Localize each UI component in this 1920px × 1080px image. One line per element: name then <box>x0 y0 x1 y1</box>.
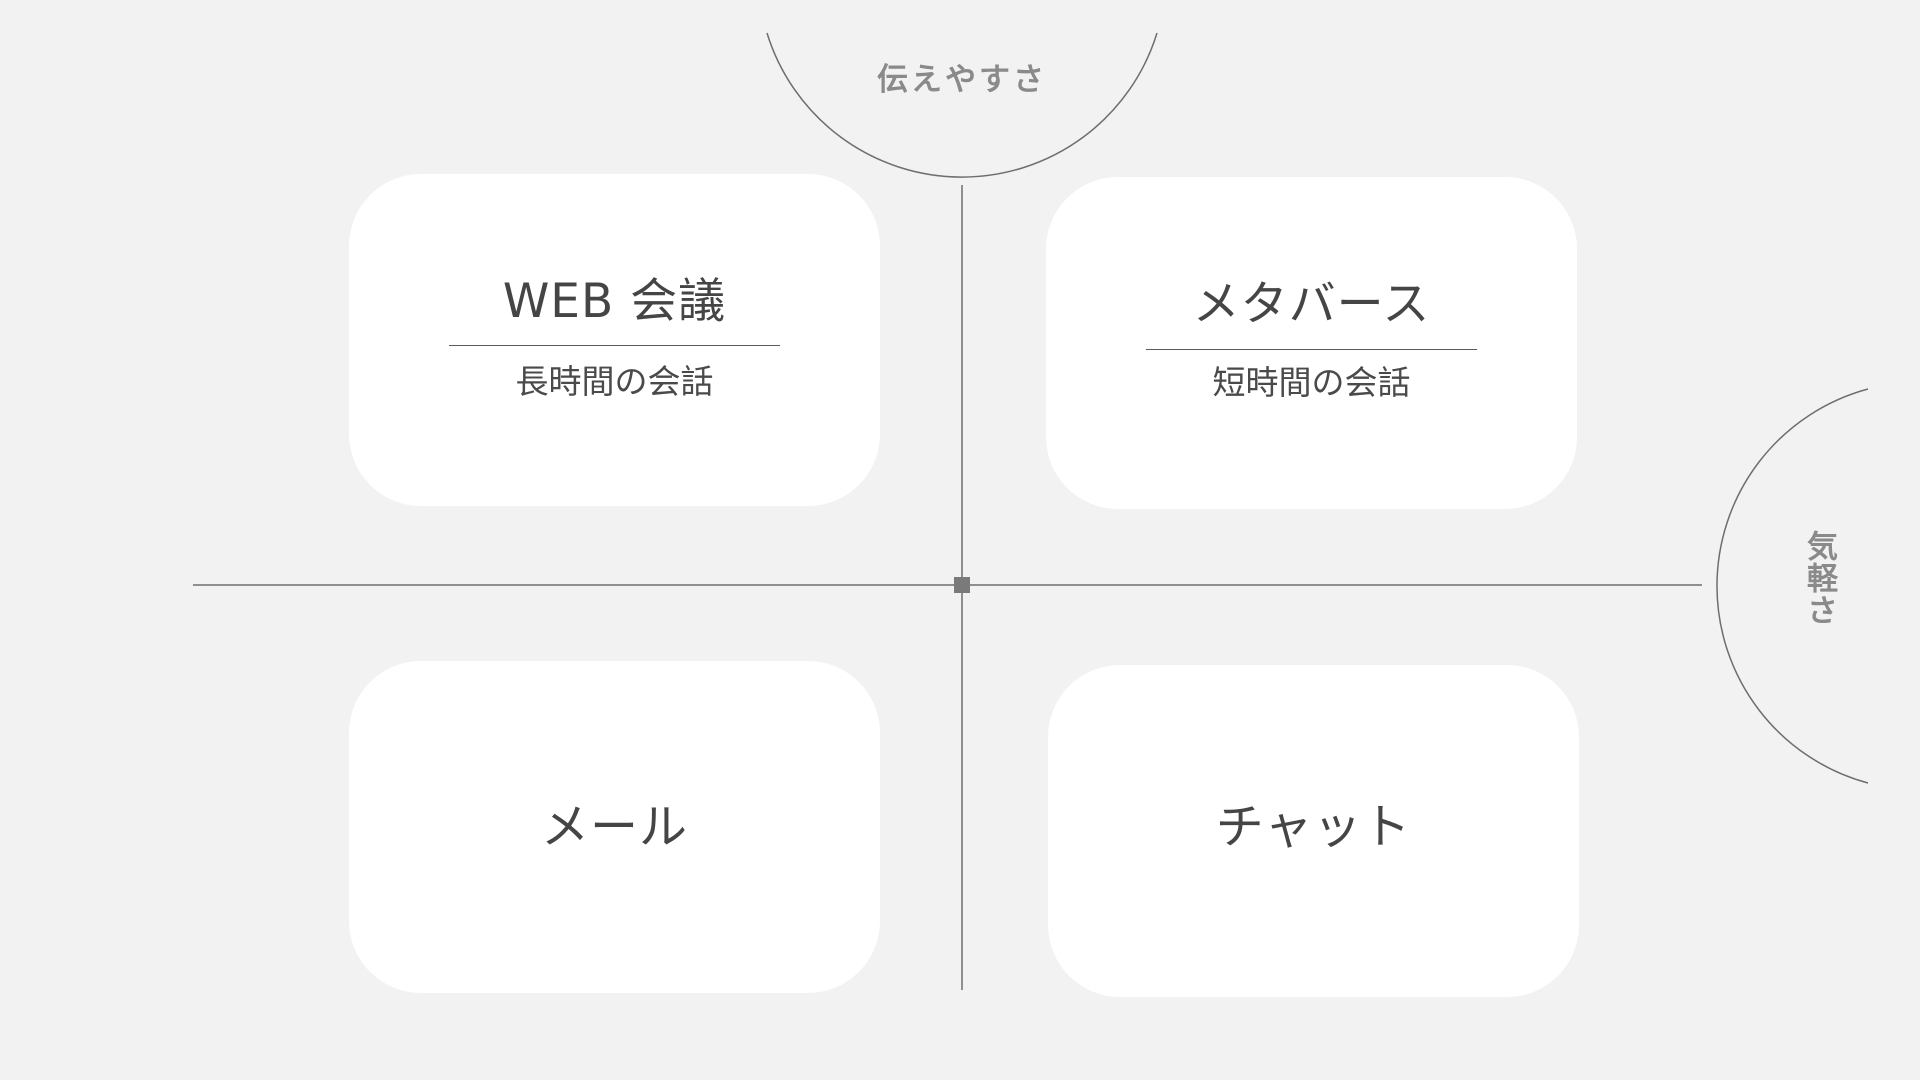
quadrant-card-mail: メール <box>349 661 880 993</box>
horizontal-axis-label: 気軽さ <box>1801 530 1837 626</box>
top-arc <box>766 32 1158 178</box>
card-subtitle: 短時間の会話 <box>1212 363 1411 402</box>
quadrant-card-chat: チャット <box>1048 665 1579 997</box>
right-arc <box>1716 388 1869 784</box>
card-divider <box>449 345 780 346</box>
quadrant-card-web-meeting: WEB 会議 長時間の会話 <box>349 174 880 506</box>
card-title: WEB 会議 <box>502 274 727 329</box>
axis-origin-marker <box>954 577 970 593</box>
vertical-axis-label: 伝えやすさ <box>877 62 1047 98</box>
card-subtitle: 長時間の会話 <box>515 362 714 401</box>
card-title: メール <box>540 799 688 855</box>
card-divider <box>1146 349 1477 350</box>
card-title: メタバース <box>1192 277 1431 332</box>
card-title: チャット <box>1215 799 1412 855</box>
quadrant-card-metaverse: メタバース 短時間の会話 <box>1046 177 1577 509</box>
